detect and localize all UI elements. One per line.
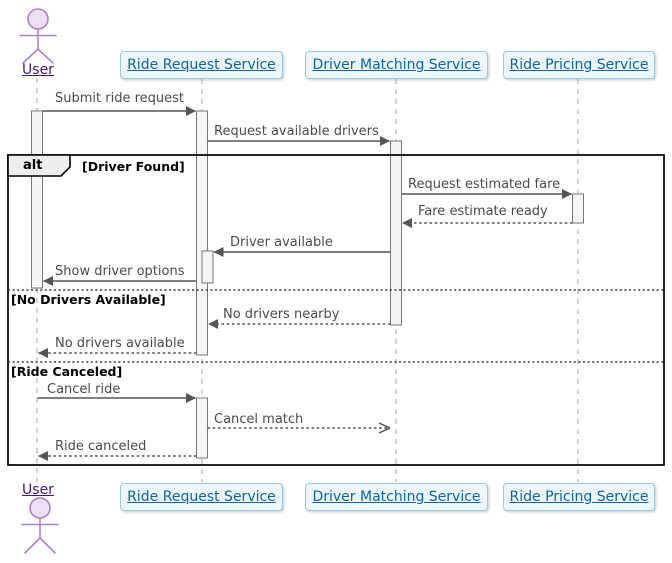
message-label-cancel-ride: Cancel ride (47, 382, 121, 397)
actor-top-head (27, 8, 49, 30)
message-label-show-driver-options: Show driver options (55, 264, 185, 279)
message-label-no-drivers-nearby: No drivers nearby (223, 307, 340, 322)
activation-ride-request-nested (201, 250, 214, 284)
participant-top-ride-request-service: Ride Request Service (120, 51, 283, 79)
message-label-ride-canceled: Ride canceled (55, 439, 147, 454)
guard-driver-found: [Driver Found] (82, 159, 185, 174)
actor-top-figure (19, 8, 57, 64)
activation-user (31, 110, 43, 289)
participant-bottom-ride-pricing-service: Ride Pricing Service (503, 483, 655, 511)
participant-top-ride-pricing-service: Ride Pricing Service (503, 51, 655, 79)
alt-operator-label: alt (23, 158, 43, 173)
message-label-submit-ride-request: Submit ride request (55, 91, 185, 106)
actor-bottom-figure (21, 497, 59, 554)
alt-operator-pentagon (7, 154, 71, 177)
participant-bottom-ride-request-service: Ride Request Service (120, 483, 283, 511)
message-label-cancel-match: Cancel match (214, 412, 304, 427)
message-label-fare-estimate-ready: Fare estimate ready (418, 204, 548, 219)
message-label-no-drivers-available: No drivers available (55, 336, 185, 351)
participant-bottom-driver-matching-service: Driver Matching Service (305, 483, 488, 511)
actor-top-label: User (22, 62, 54, 78)
guard-no-drivers-available: [No Drivers Available] (11, 292, 166, 307)
activation-driver-matching (390, 140, 402, 326)
actor-bottom-label: User (22, 482, 54, 498)
alt-frame-border (7, 154, 665, 466)
message-label-driver-available: Driver available (230, 235, 333, 250)
message-label-request-available-drivers: Request available drivers (214, 124, 379, 139)
actor-bottom-head (29, 497, 51, 519)
participant-top-driver-matching-service: Driver Matching Service (305, 51, 488, 79)
activation-ride-pricing (572, 193, 584, 224)
activation-ride-request-2 (196, 397, 208, 459)
message-label-request-estimated-fare: Request estimated fare (408, 177, 561, 192)
activation-ride-request-1 (196, 110, 208, 356)
guard-ride-canceled: [Ride Canceled] (11, 364, 123, 379)
